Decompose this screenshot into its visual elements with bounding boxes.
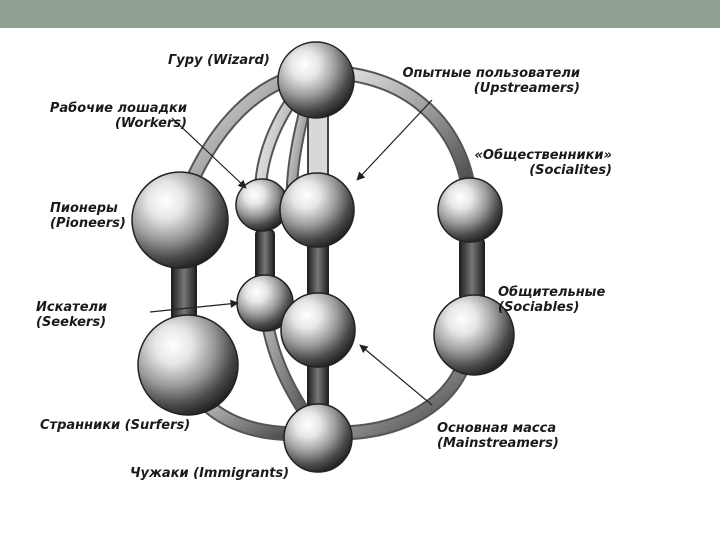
label-pioneers: Пионеры (Pioneers) bbox=[50, 201, 126, 231]
sphere-socialites bbox=[437, 177, 503, 243]
sphere-immigrants bbox=[283, 403, 353, 473]
label-seekers: Искатели (Seekers) bbox=[36, 300, 108, 330]
label-immigrants: Чужаки (Immigrants) bbox=[130, 466, 290, 481]
spheres bbox=[131, 41, 515, 473]
label-surfers: Странники (Surfers) bbox=[40, 418, 191, 433]
sphere-pioneers bbox=[131, 171, 229, 269]
sphere-socialites-inner bbox=[279, 172, 355, 248]
sphere-wizard bbox=[277, 41, 355, 119]
sphere-surfers bbox=[137, 314, 239, 416]
label-workers: Рабочие лошадки (Workers) bbox=[49, 101, 187, 131]
pointer-arrows bbox=[149, 99, 433, 406]
label-upstreamers: Опытные пользователи (Upstreamers) bbox=[402, 66, 580, 96]
sphere-sociables bbox=[433, 294, 515, 376]
label-mainstreamers: Основная масса (Mainstreamers) bbox=[437, 421, 559, 451]
top-banner bbox=[0, 0, 720, 28]
label-wizard: Гуру (Wizard) bbox=[168, 53, 270, 68]
sphere-mainstreamers-inner bbox=[280, 292, 356, 368]
label-socialites: «Общественники» (Socialites) bbox=[474, 148, 612, 178]
label-sociables: Общительные (Sociables) bbox=[498, 285, 606, 315]
